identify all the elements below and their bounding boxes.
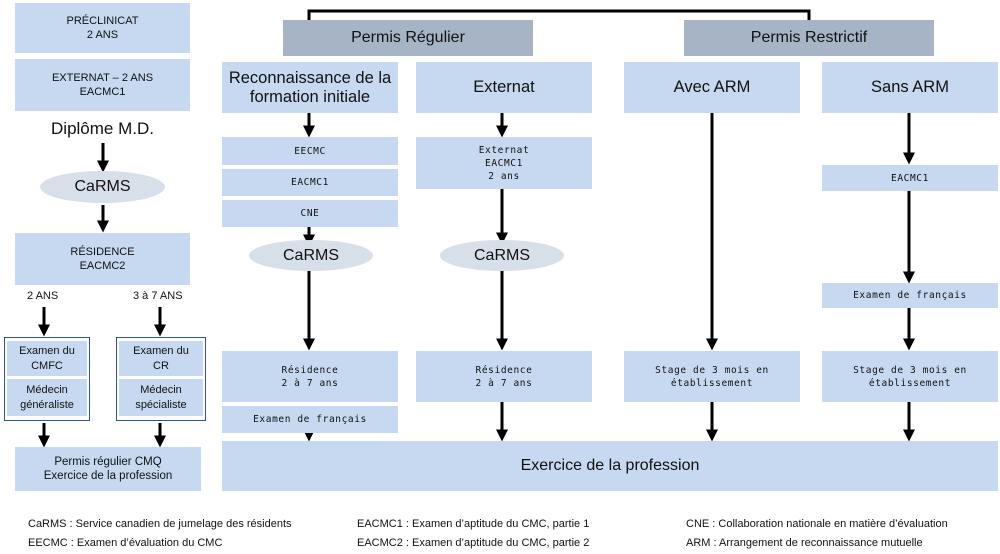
legend-eacmc2: EACMC2 : Examen d’aptitude du CMC, parti…	[357, 537, 590, 549]
carms-oval-externat: CaRMS	[440, 240, 564, 271]
eacmc1-box-reconnaissance: EACMC1	[222, 169, 398, 196]
permis-cmq-box: Permis régulier CMQ Exercice de la profe…	[15, 447, 201, 491]
legend-eacmc1: EACMC1 : Examen d’aptitude du CMC, parti…	[357, 518, 590, 530]
eecmc-box: EECMC	[222, 137, 398, 165]
preclinical-box: PRÉCLINICAT 2 ANS	[15, 3, 190, 53]
legend-cne: CNE : Collaboration nationale en matière…	[686, 518, 948, 530]
residence-box-externat: Résidence 2 à 7 ans	[416, 351, 592, 402]
exam-cr-box: Examen du CR	[119, 341, 203, 376]
carms-oval-left: CaRMS	[40, 171, 165, 203]
sans-arm-title-box: Sans ARM	[822, 62, 998, 113]
permis-restrictif-header: Permis Restrictif	[684, 20, 934, 56]
diploma-label: Diplôme M.D.	[51, 119, 154, 138]
legend-eecmc: EECMC : Examen d’évaluation du CMC	[28, 537, 223, 549]
externat-title-box: Externat	[416, 62, 592, 113]
examen-francais-box-reconnaissance: Examen de français	[222, 406, 398, 433]
carms-oval-reconnaissance: CaRMS	[249, 240, 373, 271]
eacmc1-box-sans-arm: EACMC1	[822, 165, 998, 191]
exercice-profession-box: Exercice de la profession	[222, 441, 998, 491]
stage-box-sans-arm: Stage de 3 mois en établissement	[822, 351, 998, 402]
years-right-label: 3 à 7 ANS	[133, 290, 183, 302]
legend-carms: CaRMS : Service canadien de jumelage des…	[28, 518, 292, 530]
medecin-specialiste-box: Médecin spécialiste	[119, 379, 203, 416]
residence-box: RÉSIDENCE EACMC2	[15, 233, 190, 285]
years-left-label: 2 ANS	[27, 290, 59, 302]
residence-box-reconnaissance: Résidence 2 à 7 ans	[222, 351, 398, 402]
avec-arm-title-box: Avec ARM	[624, 62, 800, 113]
medecin-generaliste-box: Médecin généraliste	[7, 379, 87, 416]
stage-box-avec-arm: Stage de 3 mois en établissement	[624, 351, 800, 402]
cmfc-group: Examen du CMFC Médecin généraliste	[4, 337, 90, 421]
cr-group: Examen du CR Médecin spécialiste	[116, 337, 206, 421]
exam-cmfc-box: Examen du CMFC	[7, 341, 87, 376]
cne-box: CNE	[222, 200, 398, 227]
permis-regulier-header: Permis Régulier	[283, 20, 533, 56]
externat-detail-box: Externat EACMC1 2 ans	[416, 137, 592, 189]
legend-arm: ARM : Arrangement de reconnaissance mutu…	[686, 537, 923, 549]
externat-box: EXTERNAT – 2 ANS EACMC1	[15, 59, 190, 111]
examen-francais-box-sans-arm: Examen de français	[822, 283, 998, 308]
reconnaissance-title-box: Reconnaissance de la formation initiale	[222, 62, 398, 113]
